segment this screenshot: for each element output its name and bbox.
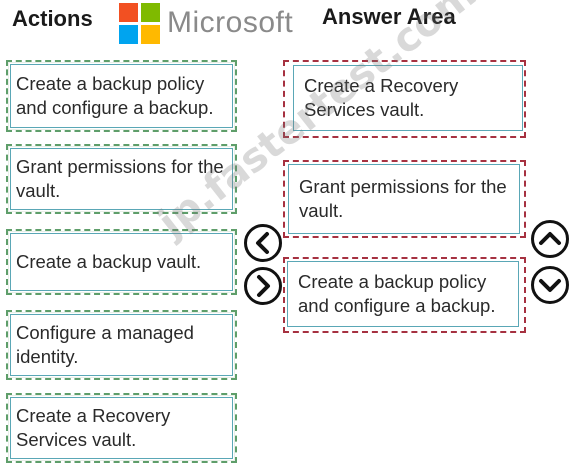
move-right-button[interactable] (244, 267, 282, 305)
chevron-down-icon (539, 279, 561, 292)
action-item[interactable]: Configure a managed identity. (6, 310, 237, 380)
move-up-button[interactable] (531, 220, 569, 258)
microsoft-logo: Microsoft (119, 2, 293, 44)
answer-item-label: Create a Recovery Services vault. (304, 75, 459, 120)
answer-slot (283, 160, 526, 238)
answer-slot (283, 60, 526, 138)
move-left-button[interactable] (244, 224, 282, 262)
chevron-left-icon (256, 232, 269, 254)
move-down-button[interactable] (531, 266, 569, 304)
action-item-label: Create a Recovery Services vault. (16, 405, 171, 450)
action-item[interactable]: Create a backup vault. (6, 229, 237, 295)
action-item-label: Configure a managed identity. (16, 322, 194, 367)
action-item-label: Grant permissions for the vault. (16, 156, 224, 201)
actions-heading: Actions (12, 6, 93, 31)
microsoft-logo-icon (119, 2, 160, 44)
answer-item[interactable]: Create a backup policy and configure a b… (287, 261, 519, 327)
action-item[interactable]: Grant permissions for the vault. (6, 144, 237, 214)
chevron-up-icon (539, 232, 561, 245)
action-item[interactable]: Create a Recovery Services vault. (6, 393, 237, 463)
answer-item-label: Create a backup policy and configure a b… (298, 271, 496, 316)
answer-item[interactable]: Grant permissions for the vault. (288, 164, 520, 234)
logo-text: Microsoft (167, 6, 294, 39)
action-item[interactable]: Create a backup policy and configure a b… (6, 60, 237, 132)
action-item-label: Create a backup vault. (16, 251, 202, 272)
action-item-label: Create a backup policy and configure a b… (16, 73, 214, 118)
answer-slot (283, 257, 526, 333)
answer-item-label: Grant permissions for the vault. (299, 176, 507, 221)
answer-item[interactable]: Create a Recovery Services vault. (293, 65, 523, 131)
chevron-right-icon (257, 275, 270, 297)
answer-area-heading: Answer Area (322, 4, 456, 29)
